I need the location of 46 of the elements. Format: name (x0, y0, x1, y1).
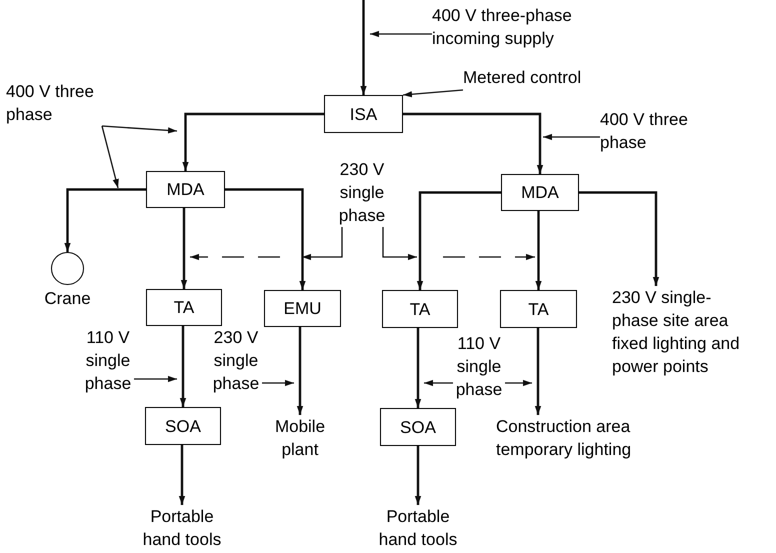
load-label: Portable hand tools (137, 505, 227, 551)
arrow (178, 445, 186, 505)
annotation-text: 230 V single phase (330, 158, 394, 227)
arrow (414, 446, 422, 505)
leader-line (402, 89, 464, 98)
leader-line (505, 380, 532, 386)
leader-line (424, 380, 453, 386)
leader-line (134, 376, 177, 382)
leader-line (262, 380, 294, 386)
crane-symbol (51, 252, 84, 285)
arrow (180, 326, 186, 407)
arrow (403, 112, 544, 174)
distribution-box: SOA (145, 407, 221, 445)
arrow (535, 211, 542, 290)
distribution-box: TA (382, 290, 458, 328)
annotation-text: 110 V single phase (82, 326, 134, 395)
annotation-text: Metered control (463, 66, 613, 90)
arrow (360, 0, 367, 95)
distribution-box: MDA (501, 174, 579, 211)
distribution-box: TA (146, 289, 222, 326)
load-label: Portable hand tools (373, 505, 463, 551)
distribution-box: TA (500, 290, 577, 328)
node-caption: Crane (43, 288, 92, 310)
load-label: 230 V single-phase site area fixed lighting and power points (612, 286, 747, 378)
annotation-text: 400 V three-phase incoming supply (432, 4, 607, 50)
leader-line (102, 125, 178, 134)
annotation-text: 230 V single phase (210, 326, 262, 395)
leader-line (101, 126, 119, 188)
arrow (180, 208, 188, 289)
arrow (534, 328, 542, 415)
arrow (414, 328, 422, 408)
annotation-text: 400 V three phase (6, 80, 102, 126)
load-label: Mobile plant (270, 415, 330, 461)
leader-line (543, 134, 600, 140)
annotation-text: 400 V three phase (600, 108, 696, 154)
arrow (64, 188, 146, 252)
leader-line (370, 30, 432, 38)
load-label: Construction area temporary lighting (496, 415, 671, 461)
arrow (296, 327, 304, 415)
distribution-box: ISA (324, 95, 403, 133)
arrow (182, 112, 324, 171)
arrow (579, 191, 660, 286)
distribution-box: MDA (146, 171, 225, 208)
distribution-box: EMU (264, 290, 341, 327)
distribution-box: SOA (380, 408, 456, 446)
annotation-text: 110 V single phase (453, 332, 505, 401)
